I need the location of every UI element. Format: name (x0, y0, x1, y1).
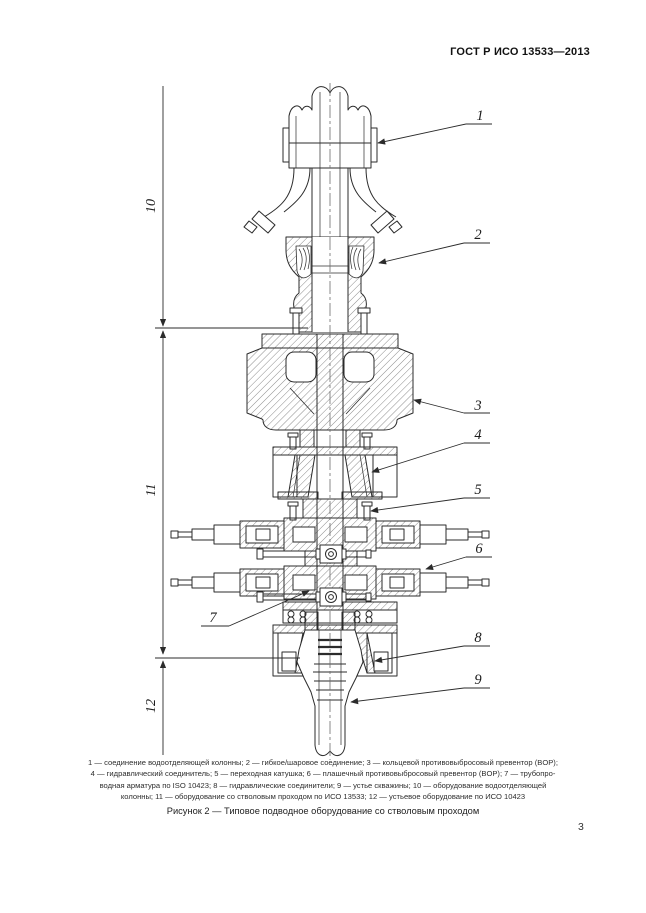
riser-assembly (243, 86, 403, 237)
figure-legend: 1 — соединение водоотделяющей колонны; 2… (53, 757, 593, 803)
doc-number: ГОСТ Р ИСО 13533—2013 (450, 46, 590, 58)
callout-7: 7 (209, 609, 217, 626)
dimension-label-10: 10 (144, 199, 159, 213)
dimension-label-11: 11 (144, 483, 159, 497)
leader-lines (201, 123, 492, 705)
callout-8: 8 (474, 629, 482, 646)
hydraulic-connector-upper (272, 446, 398, 500)
legend-line-2: 4 — гидравлический соединитель; 5 — пере… (90, 769, 556, 779)
callout-4: 4 (474, 426, 482, 443)
callout-9: 9 (474, 671, 482, 688)
figure-caption: Рисунок 2 — Типовое подводное оборудован… (166, 806, 480, 816)
page-number: 3 (578, 821, 584, 833)
callout-3: 3 (474, 397, 482, 414)
wellhead (296, 629, 364, 757)
dimension-label-12: 12 (144, 699, 159, 713)
callout-2: 2 (474, 226, 482, 243)
callout-6: 6 (475, 540, 483, 557)
callout-1: 1 (476, 107, 484, 124)
legend-line-3: водная арматура по ISO 10423; 8 — гидрав… (99, 780, 547, 790)
legend-line-1: 1 — соединение водоотделяющей колонны; 2… (88, 758, 558, 767)
dimension-lines (155, 86, 308, 755)
legend-line-4: колонны; 11 — оборудование со стволовым … (120, 792, 526, 802)
callout-5: 5 (474, 481, 482, 498)
